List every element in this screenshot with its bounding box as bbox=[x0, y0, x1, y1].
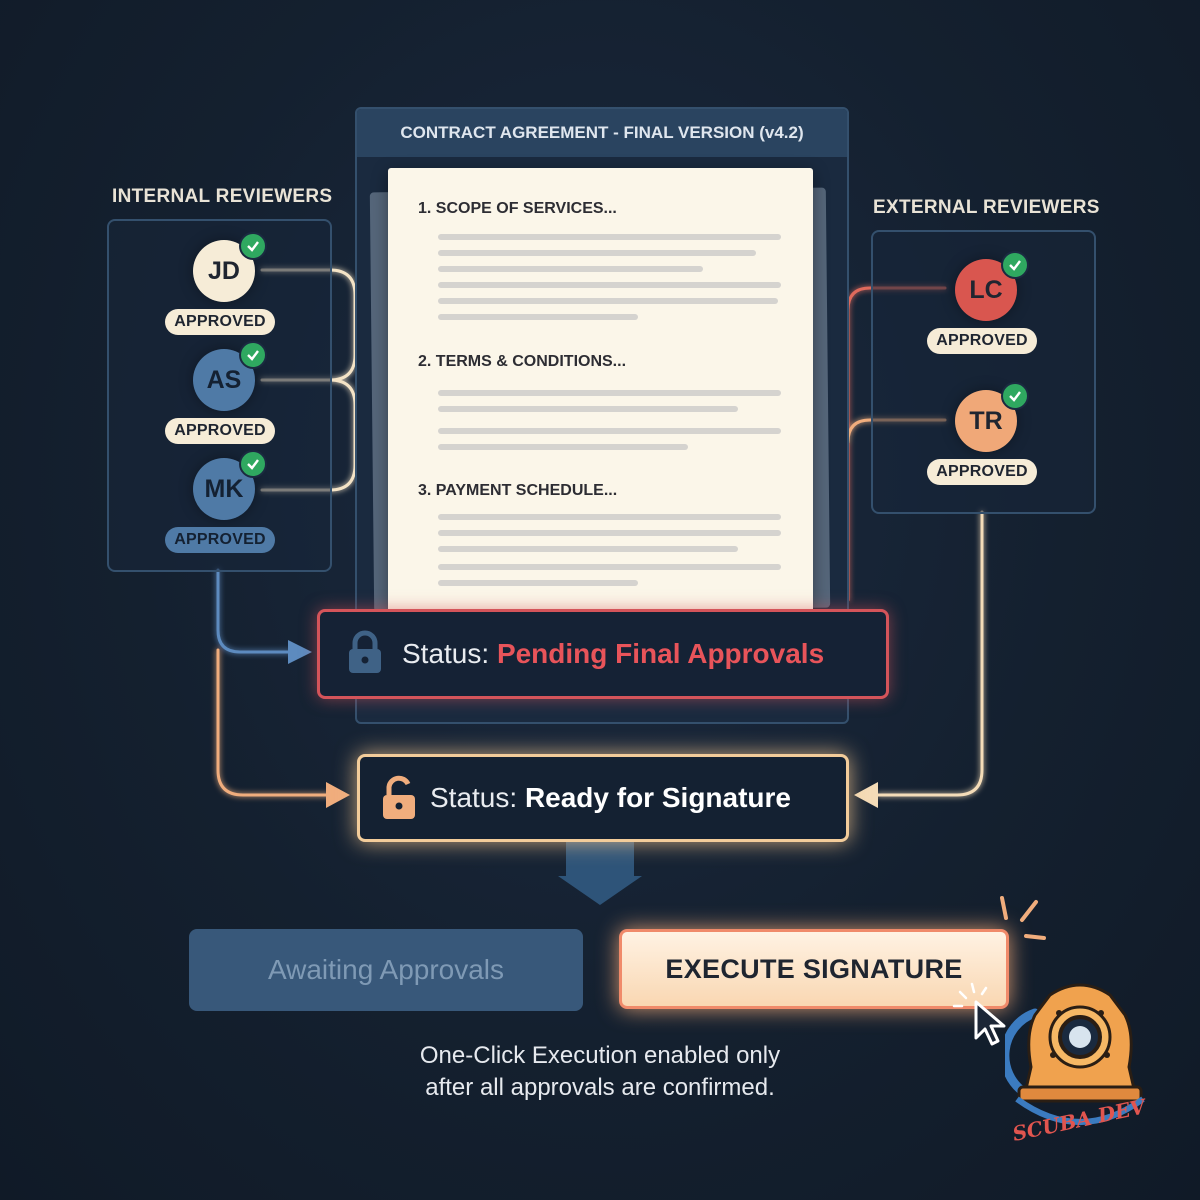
text-line bbox=[438, 428, 781, 434]
check-icon bbox=[239, 232, 267, 260]
reviewer-as[interactable]: AS APPROVED bbox=[165, 341, 285, 449]
document-page[interactable]: 1. SCOPE OF SERVICES... 2. TERMS & CONDI… bbox=[388, 168, 813, 618]
status-badge: APPROVED bbox=[927, 459, 1037, 485]
internal-reviewers-title: INTERNAL REVIEWERS bbox=[112, 186, 333, 207]
avatar: MK bbox=[193, 458, 255, 520]
section-heading: 2. TERMS & CONDITIONS... bbox=[418, 353, 627, 370]
reviewer-tr[interactable]: TR APPROVED bbox=[927, 382, 1047, 490]
external-reviewers-title: EXTERNAL REVIEWERS bbox=[873, 197, 1100, 218]
check-icon bbox=[239, 450, 267, 478]
text-line bbox=[438, 564, 781, 570]
awaiting-approvals-button[interactable]: Awaiting Approvals bbox=[189, 929, 583, 1011]
status-badge: APPROVED bbox=[165, 309, 275, 335]
reviewer-jd[interactable]: JD APPROVED bbox=[165, 232, 285, 340]
footnote-line-2: after all approvals are confirmed. bbox=[425, 1074, 775, 1101]
reviewer-mk[interactable]: MK APPROVED bbox=[165, 450, 285, 558]
reviewer-lc[interactable]: LC APPROVED bbox=[927, 251, 1047, 359]
text-line bbox=[438, 266, 703, 272]
document-title: CONTRACT AGREEMENT - FINAL VERSION (v4.2… bbox=[357, 109, 847, 157]
external-reviewers-panel: LC APPROVED TR APPROVED bbox=[871, 230, 1096, 514]
text-line bbox=[438, 282, 781, 288]
lock-open-icon bbox=[383, 775, 415, 819]
status-badge: APPROVED bbox=[165, 418, 275, 444]
status-pending-banner: Status: Pending Final Approvals bbox=[317, 609, 889, 699]
text-line bbox=[438, 390, 781, 396]
section-heading: 1. SCOPE OF SERVICES... bbox=[418, 200, 617, 217]
status-badge: APPROVED bbox=[165, 527, 275, 553]
section-heading: 3. PAYMENT SCHEDULE... bbox=[418, 482, 618, 499]
text-line bbox=[438, 406, 738, 412]
text-line bbox=[438, 514, 781, 520]
text-line bbox=[438, 444, 688, 450]
lock-closed-icon bbox=[349, 630, 381, 673]
check-icon bbox=[239, 341, 267, 369]
cursor-icon bbox=[952, 982, 1006, 1046]
check-icon bbox=[1001, 251, 1029, 279]
text-line bbox=[438, 546, 738, 552]
avatar: AS bbox=[193, 349, 255, 411]
text-line bbox=[438, 298, 778, 304]
status-value: Ready for Signature bbox=[524, 782, 791, 813]
text-line bbox=[438, 234, 781, 240]
status-value: Pending Final Approvals bbox=[496, 638, 825, 669]
text-line bbox=[438, 580, 638, 586]
text-line bbox=[438, 250, 756, 256]
check-icon bbox=[1001, 382, 1029, 410]
execute-signature-button[interactable]: EXECUTE SIGNATURE bbox=[619, 929, 1009, 1009]
text-line bbox=[438, 530, 781, 536]
status-label: Status: bbox=[402, 638, 497, 669]
internal-reviewers-panel: JD APPROVED AS APPROVED MK APPROVED bbox=[107, 219, 332, 572]
avatar: LC bbox=[955, 259, 1017, 321]
footnote-line-1: One-Click Execution enabled only bbox=[419, 1042, 781, 1069]
scuba-dev-logo: SCUBA DEV bbox=[1005, 983, 1150, 1145]
click-burst-icon bbox=[1000, 896, 1046, 940]
status-label: Status: bbox=[430, 782, 525, 813]
status-badge: APPROVED bbox=[927, 328, 1037, 354]
footnote: One-Click Execution enabled only after a… bbox=[300, 1040, 900, 1104]
text-line bbox=[438, 314, 638, 320]
status-ready-banner: Status: Ready for Signature bbox=[357, 754, 849, 842]
